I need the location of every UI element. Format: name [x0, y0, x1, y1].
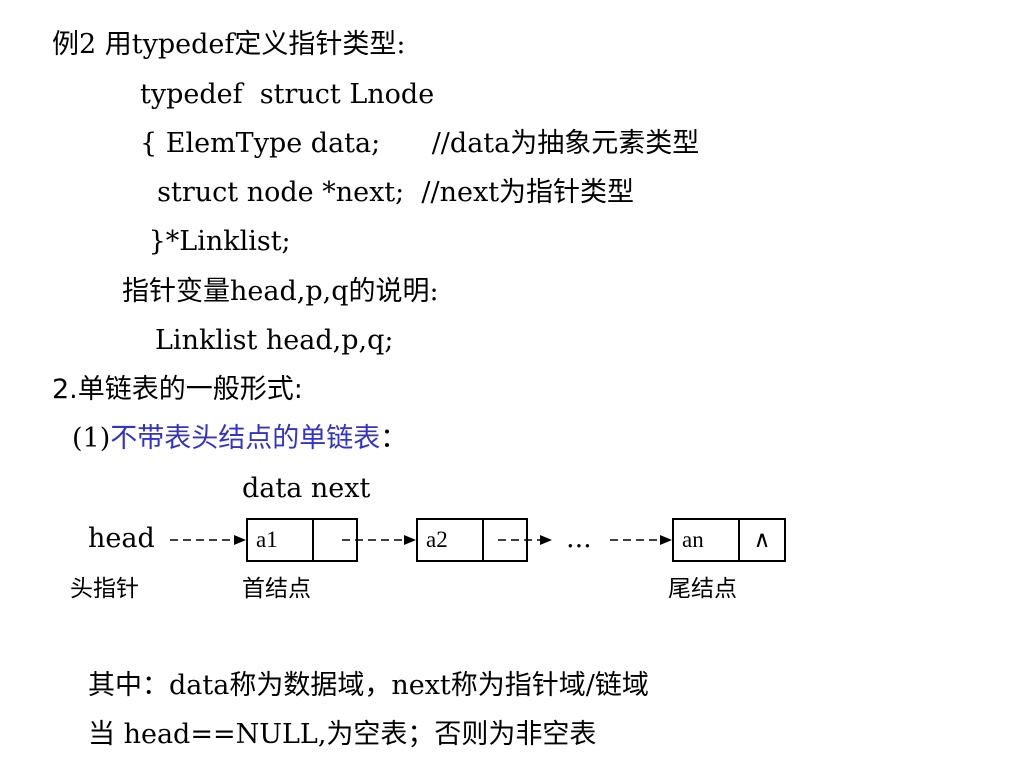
- section-heading-text: 单链表的一般形式: [77, 374, 294, 405]
- section-heading-number: 2.: [52, 374, 78, 405]
- code-line-elemtype: { ElemType data; //data为抽象元素类型: [140, 128, 700, 159]
- node-next-field: [314, 520, 356, 560]
- subsection-heading: (1)不带表头结点的单链表：: [72, 422, 407, 456]
- node-next-field: [484, 520, 526, 560]
- field-labels: data next: [242, 473, 371, 504]
- node-next-field-null: ∧: [753, 527, 771, 552]
- arrowhead: [540, 535, 552, 545]
- code-line-linklist: }*Linklist;: [140, 226, 291, 257]
- first-node-caption: 首结点: [242, 576, 311, 602]
- section-heading-colon: :: [293, 374, 303, 405]
- note-empty-list: 当 head==NULL,为空表；否则为非空表: [88, 719, 597, 750]
- code-line-next: struct node *next; //next为指针类型: [140, 177, 635, 208]
- node-a2: a2: [416, 518, 528, 562]
- tail-node-caption: 尾结点: [668, 576, 737, 602]
- subsection-prefix: (1): [72, 423, 111, 454]
- node-data-field: a1: [248, 520, 314, 560]
- note-fields: 其中：data称为数据域，next称为指针域/链域: [88, 670, 649, 701]
- subsection-text: 不带表头结点的单链表: [110, 423, 381, 454]
- ellipsis: ...: [566, 523, 592, 554]
- node-data-field: an: [674, 520, 740, 560]
- declaration-line: Linklist head,p,q;: [155, 325, 394, 356]
- node-a1: a1: [246, 518, 358, 562]
- subsection-colon: ：: [380, 423, 408, 454]
- code-line-typedef: typedef struct Lnode: [140, 79, 435, 110]
- arrowhead: [660, 535, 672, 545]
- pointer-description: 指针变量head,p,q的说明:: [122, 276, 439, 307]
- head-pointer-caption: 头指针: [70, 576, 139, 602]
- example-title: 例2 用typedef定义指针类型:: [52, 29, 406, 60]
- section-heading: 2.单链表的一般形式:: [52, 373, 303, 407]
- head-label: head: [88, 523, 155, 554]
- node-an: an ∧: [672, 518, 786, 562]
- arrowhead: [404, 535, 416, 545]
- arrowhead: [234, 535, 246, 545]
- node-data-field: a2: [418, 520, 484, 560]
